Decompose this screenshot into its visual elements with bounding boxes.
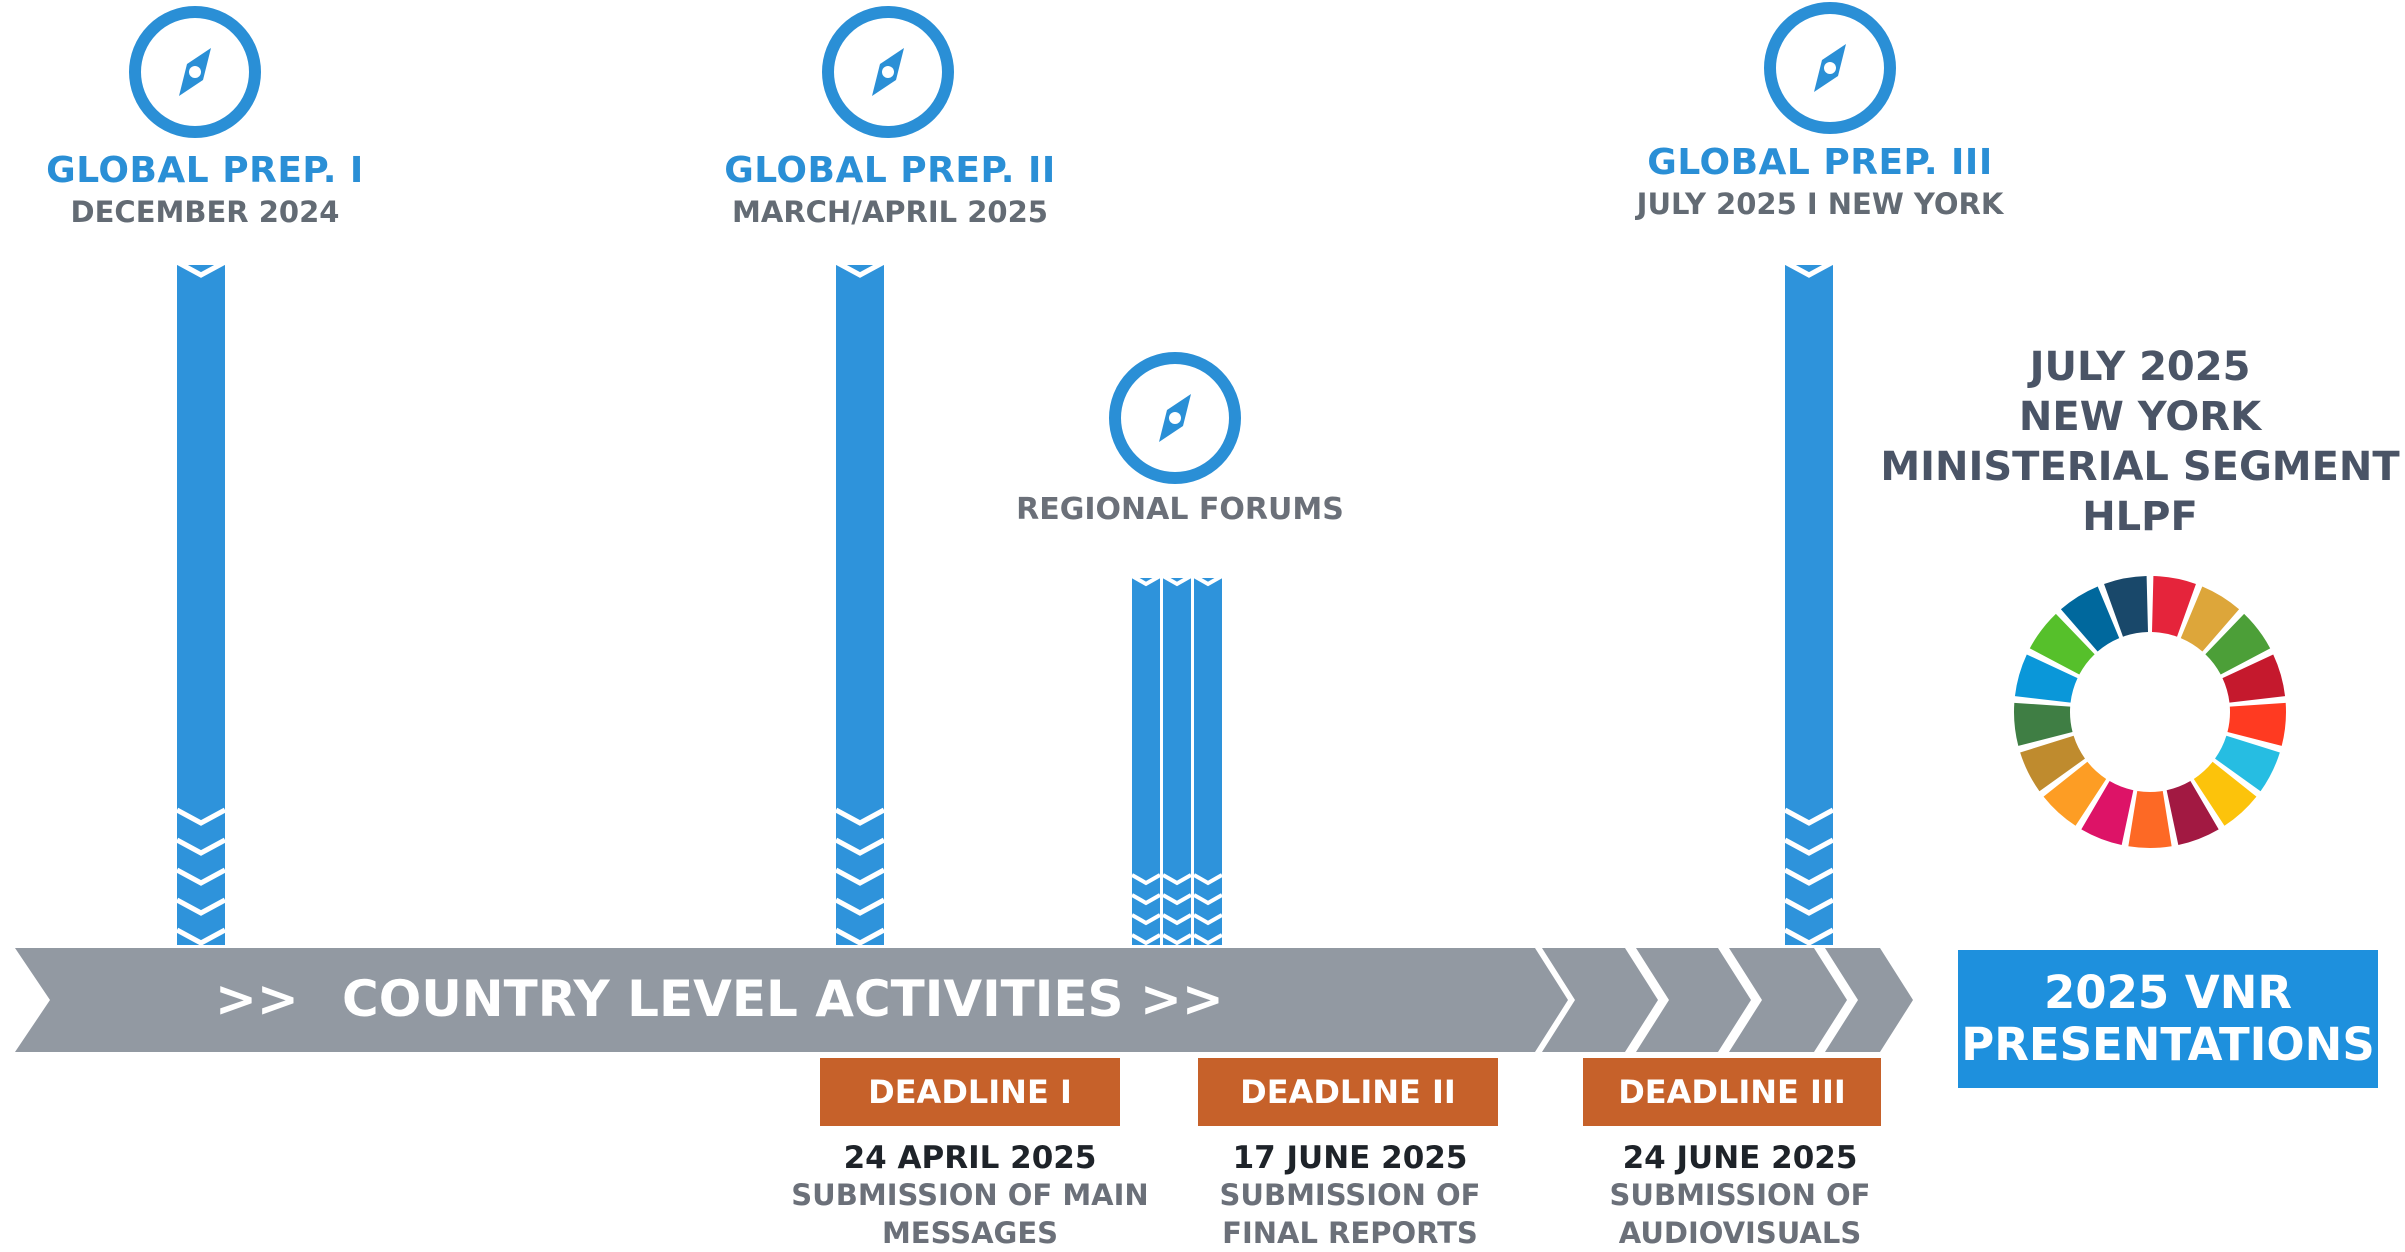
vnr-line1: 2025 VNR [2043, 966, 2293, 1019]
sdg-wheel-segment [2014, 702, 2073, 746]
hlpf-line-location: NEW YORK [2018, 394, 2262, 440]
band-label: COUNTRY LEVEL ACTIVITIES [342, 970, 1124, 1028]
deadline-1-details: 24 APRIL 2025 SUBMISSION OF MAIN MESSAGE… [730, 1140, 1210, 1252]
sdg-wheel-segment [2227, 702, 2286, 746]
regional-forums-label: REGIONAL FORUMS [1016, 492, 1344, 527]
deadline-3-badge: DEADLINE III [1583, 1058, 1881, 1126]
global-prep-3-label: GLOBAL PREP. III JULY 2025 I NEW YORK [1600, 142, 2040, 221]
deadline-1-desc-line1: SUBMISSION OF MAIN [791, 1178, 1149, 1212]
arrow-global-prep-1 [175, 259, 227, 946]
hlpf-block: JULY 2025 NEW YORK MINISTERIAL SEGMENT H… [1880, 342, 2400, 542]
deadline-1-desc-line2: MESSAGES [881, 1216, 1059, 1250]
deadline-2-desc-line2: FINAL REPORTS [1222, 1216, 1478, 1250]
arrow-global-prep-2 [834, 259, 886, 946]
arrow-global-prep-3 [1783, 259, 1835, 946]
global-prep-3-title: GLOBAL PREP. III [1647, 142, 1993, 183]
hlpf-line-segment: MINISTERIAL SEGMENT [1880, 444, 2400, 490]
compass-icon [1115, 358, 1235, 478]
sdg-wheel-segment [2043, 761, 2107, 826]
deadline-1-date: 24 APRIL 2025 [843, 1140, 1097, 1176]
global-prep-2-label: GLOBAL PREP. II MARCH/APRIL 2025 [680, 150, 1100, 229]
sdg-wheel-segment [2205, 613, 2271, 675]
hlpf-line-name: HLPF [2082, 494, 2198, 540]
global-prep-1-date: DECEMBER 2024 [70, 195, 340, 229]
deadline-1-badge: DEADLINE I [820, 1058, 1120, 1126]
hlpf-line-date: JULY 2025 [2029, 344, 2251, 390]
deadline-3-details: 24 JUNE 2025 SUBMISSION OF AUDIOVISUALS [1510, 1140, 1970, 1252]
sdg-wheel-segment [2180, 586, 2240, 652]
deadline-3-date: 24 JUNE 2025 [1622, 1140, 1858, 1176]
deadline-3-desc-line1: SUBMISSION OF [1609, 1178, 1871, 1212]
deadline-3-label: DEADLINE III [1618, 1073, 1846, 1111]
arrow-regional-forums [1131, 574, 1223, 946]
deadline-2-desc-line1: SUBMISSION OF [1219, 1178, 1481, 1212]
band-prefix: >> [215, 970, 299, 1028]
sdg-wheel-segment [2151, 576, 2196, 637]
deadline-3-desc-line2: AUDIOVISUALS [1618, 1216, 1862, 1250]
deadline-2-badge: DEADLINE II [1198, 1058, 1498, 1126]
sdg-wheel-segment [2020, 735, 2085, 792]
global-prep-2-date: MARCH/APRIL 2025 [732, 195, 1048, 229]
compass-icon [828, 12, 948, 132]
sdg-wheel-segment [2222, 654, 2286, 703]
vnr-line2: PRESENTATIONS [1961, 1018, 2375, 1071]
sdg-wheel-segment [2060, 586, 2120, 652]
deadline-1-label: DEADLINE I [868, 1073, 1072, 1111]
sdg-wheel-segment [2081, 781, 2134, 846]
compass-icon [1770, 8, 1890, 128]
country-activities-band [15, 948, 1913, 1052]
global-prep-1-label: GLOBAL PREP. I DECEMBER 2024 [35, 150, 375, 229]
global-prep-2-title: GLOBAL PREP. II [724, 150, 1056, 191]
sdg-wheel-segment [2104, 576, 2149, 637]
global-prep-3-date: JULY 2025 I NEW YORK [1636, 187, 2004, 221]
deadline-2-date: 17 JUNE 2025 [1232, 1140, 1468, 1176]
band-suffix: >> [1140, 970, 1224, 1028]
deadline-2-details: 17 JUNE 2025 SUBMISSION OF FINAL REPORTS [1120, 1140, 1580, 1252]
deadline-2-label: DEADLINE II [1240, 1073, 1456, 1111]
sdg-wheel-segment [2193, 761, 2257, 826]
compass-icon [135, 12, 255, 132]
sdg-wheel-segment [2215, 735, 2280, 792]
vnr-presentations-box: 2025 VNR PRESENTATIONS [1958, 950, 2378, 1088]
sdg-wheel-segment [2029, 613, 2095, 675]
sdg-wheel-icon [2014, 576, 2286, 848]
global-prep-1-title: GLOBAL PREP. I [46, 150, 364, 191]
sdg-wheel-segment [2128, 790, 2172, 848]
sdg-wheel-segment [2166, 781, 2219, 846]
sdg-wheel-segment [2014, 654, 2078, 703]
